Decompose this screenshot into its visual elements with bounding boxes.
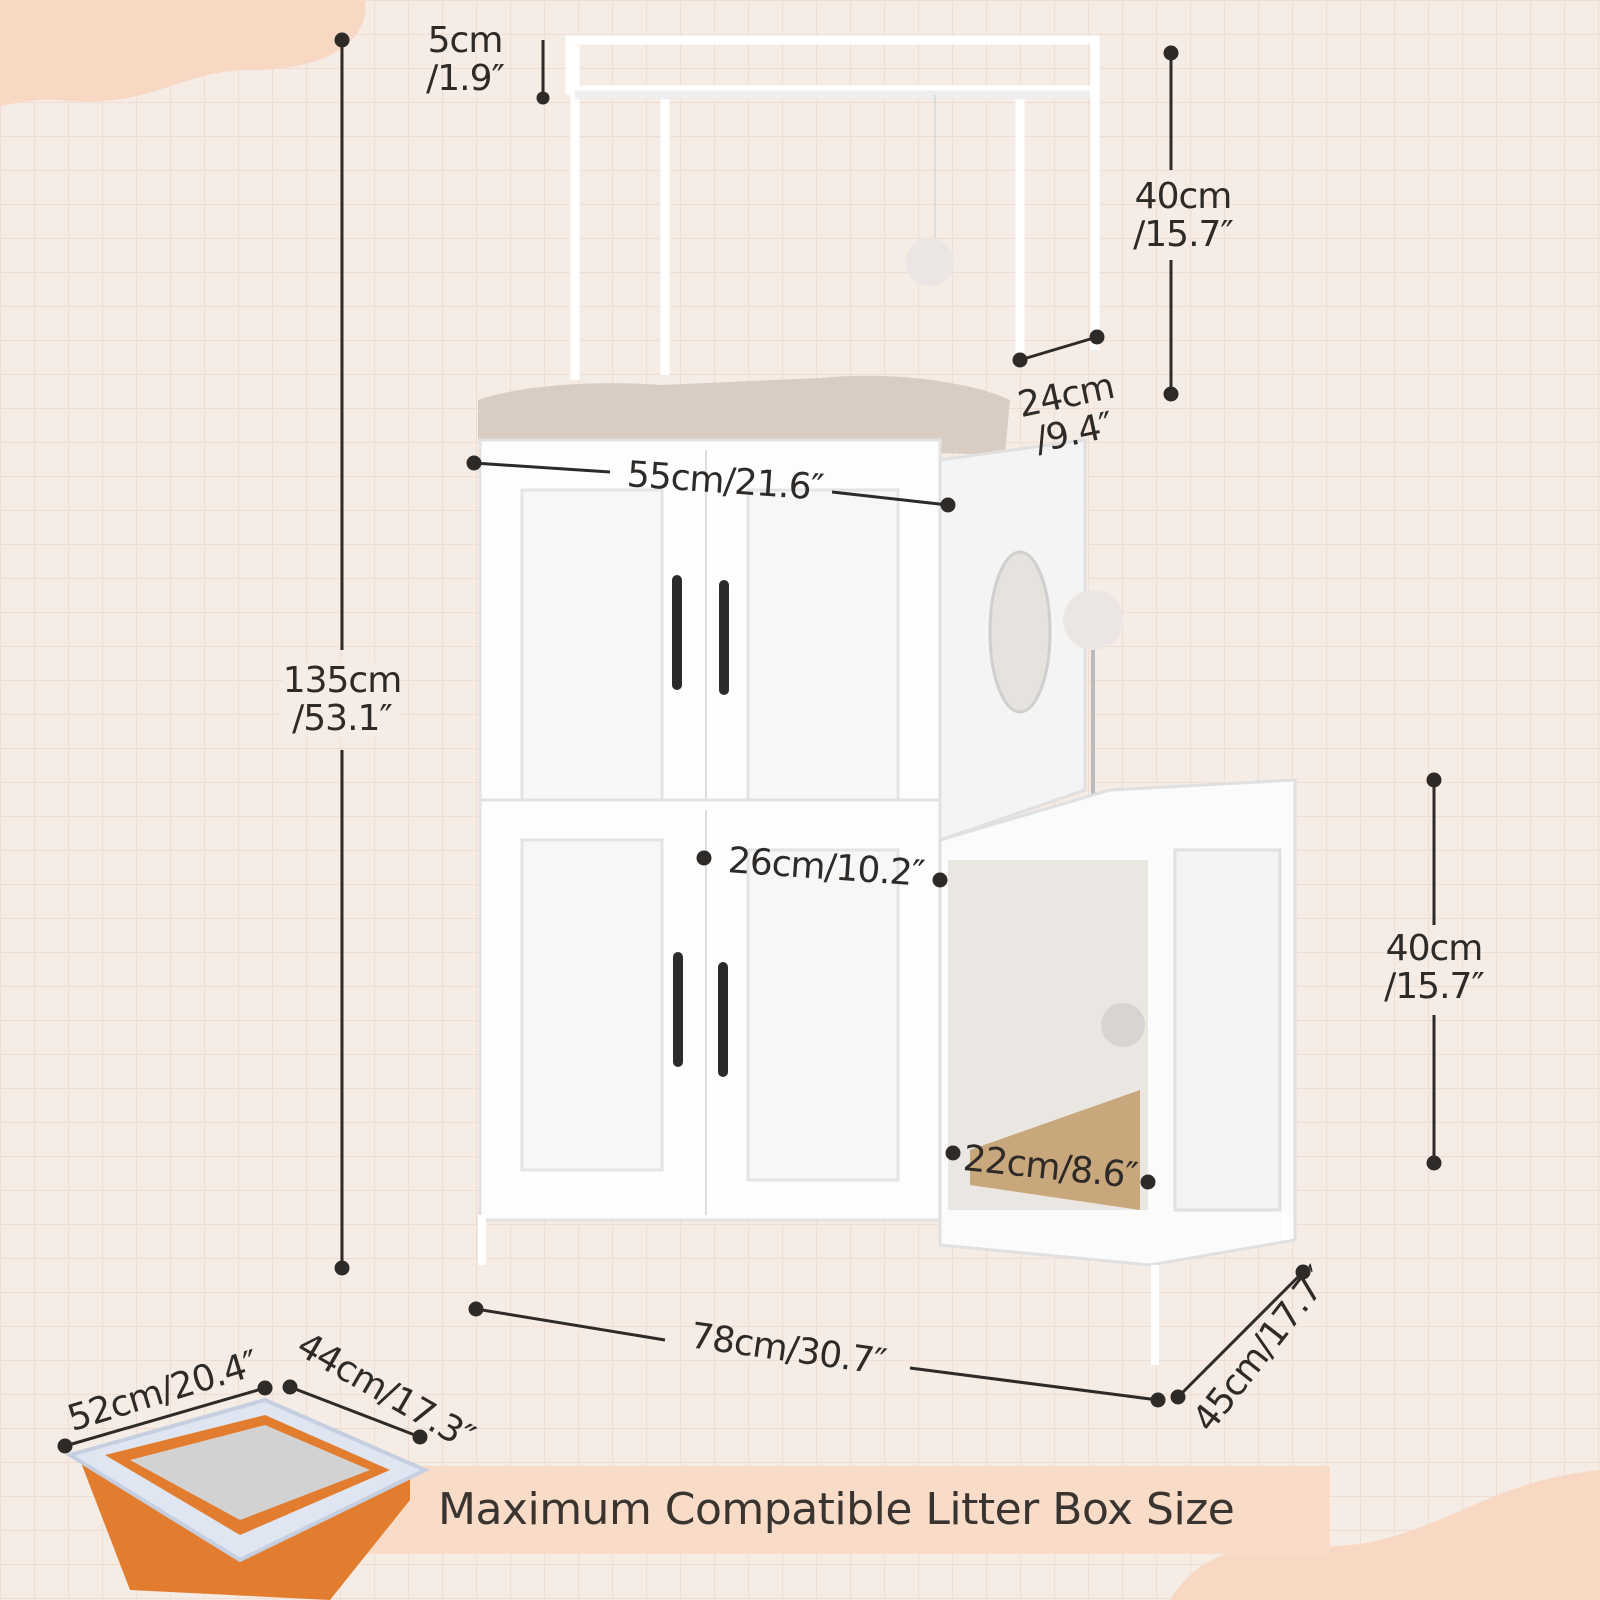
dimension-cm: 5cm bbox=[427, 20, 504, 61]
shelf-gap-label: 5cm/1.9″ bbox=[426, 20, 505, 99]
litter bbox=[130, 1425, 370, 1520]
door-handle[interactable] bbox=[672, 575, 682, 690]
corner-blob bbox=[0, 0, 366, 106]
dimension-lines bbox=[57, 32, 1442, 1454]
pom-pom-toy bbox=[1023, 1003, 1067, 1047]
corner-blob bbox=[1170, 1470, 1600, 1600]
legs bbox=[478, 1215, 1289, 1365]
dimension-inch: /1.9″ bbox=[426, 58, 505, 99]
side-panel bbox=[1173, 848, 1282, 1212]
door-handle[interactable] bbox=[673, 952, 683, 1067]
door-handle[interactable] bbox=[718, 962, 728, 1077]
top-frame bbox=[565, 35, 1100, 380]
lower-cabinet bbox=[478, 778, 1297, 1267]
scratch-pad bbox=[970, 1090, 1140, 1210]
cat-entrance-hole bbox=[988, 550, 1052, 714]
top-frame-height-label: 40cm/15.7″ bbox=[1133, 176, 1234, 255]
pom-pom-toy bbox=[906, 238, 954, 286]
dimension-inch: /15.7″ bbox=[1384, 966, 1485, 1007]
pom-pom-toy bbox=[1063, 590, 1123, 650]
litter-box-caption: Maximum Compatible Litter Box Size bbox=[438, 1484, 1235, 1535]
pom-pom-toy bbox=[1101, 1003, 1145, 1047]
side-compartment-height-label: 40cm/15.7″ bbox=[1384, 928, 1485, 1007]
upper-cabinet bbox=[478, 438, 1087, 843]
cabinet-door bbox=[520, 838, 664, 1172]
dimension-inch: /15.7″ bbox=[1133, 214, 1234, 255]
dimension-cm: 135cm bbox=[282, 660, 403, 701]
cabinet-door bbox=[746, 848, 900, 1182]
total-height-label: 135cm/53.1″ bbox=[282, 660, 403, 739]
plush-cushion bbox=[478, 375, 1010, 455]
dimension-cm: 40cm bbox=[1134, 176, 1233, 217]
dimension-cm: 40cm bbox=[1385, 928, 1484, 969]
door-handle[interactable] bbox=[719, 580, 729, 695]
caption-banner bbox=[330, 1466, 1330, 1554]
dimension-inch: /53.1″ bbox=[292, 698, 393, 739]
